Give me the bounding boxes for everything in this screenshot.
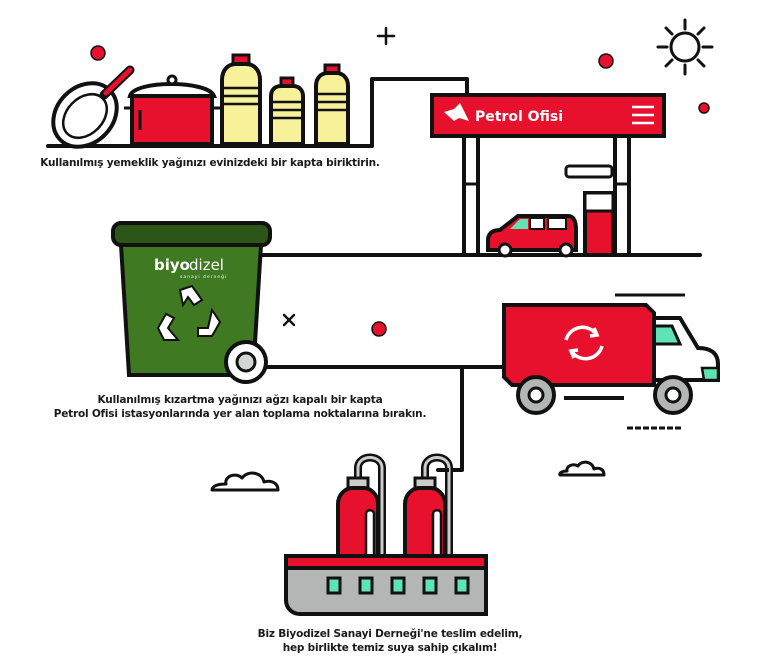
bin-logo-tagline: sanayi derneği bbox=[180, 273, 227, 280]
frying-pan-icon bbox=[51, 65, 135, 149]
recycling-bin: biyo dizel sanayi derneği bbox=[111, 221, 272, 384]
flow-line bbox=[46, 77, 469, 148]
step-2-caption-line-2: Petrol Ofisi istasyonlarında yer alan to… bbox=[53, 408, 427, 420]
step-3-caption-line-1: Biz Biyodizel Sanayi Derneği'ne teslim e… bbox=[257, 628, 523, 640]
cross-icon bbox=[282, 313, 296, 327]
petrol-ofisi-logo-icon bbox=[444, 103, 469, 121]
red-dot bbox=[371, 321, 387, 337]
oil-bottle-icon bbox=[269, 76, 305, 146]
oil-bottle-icon bbox=[220, 53, 262, 146]
recycle-icon bbox=[156, 284, 222, 341]
oil-bottle-icon bbox=[314, 63, 350, 146]
refresh-icon bbox=[564, 325, 604, 361]
step-2-caption-line-1: Kullanılmış kızartma yağınızı ağzı kapal… bbox=[97, 394, 383, 406]
red-dot bbox=[598, 53, 614, 69]
fuel-station: Petrol Ofisi bbox=[430, 93, 666, 257]
bin-logo-light: dizel bbox=[189, 256, 224, 274]
plus-icon bbox=[376, 26, 396, 46]
cooking-pot-icon bbox=[124, 74, 220, 146]
red-dot bbox=[90, 45, 106, 61]
menu-icon bbox=[632, 105, 654, 125]
sun-icon bbox=[656, 18, 714, 76]
red-dot bbox=[698, 102, 710, 114]
bin-logo-bold: biyo bbox=[154, 256, 190, 274]
car-icon bbox=[486, 214, 578, 258]
collection-truck bbox=[502, 293, 720, 430]
step-3-caption: Biz Biyodizel Sanayi Derneği'ne teslim e… bbox=[230, 627, 550, 655]
step-3-caption-line-2: hep birlikte temiz suya sahip çıkalım! bbox=[282, 642, 498, 654]
cloud-icon bbox=[558, 460, 606, 477]
sign-brand: Petrol Ofisi bbox=[475, 109, 563, 125]
step-2-caption: Kullanılmış kızartma yağınızı ağzı kapal… bbox=[40, 393, 440, 421]
biodiesel-factory bbox=[284, 453, 488, 616]
cloud-icon bbox=[210, 471, 280, 492]
step-1-caption: Kullanılmış yemeklik yağınızı evinizdeki… bbox=[40, 157, 380, 169]
